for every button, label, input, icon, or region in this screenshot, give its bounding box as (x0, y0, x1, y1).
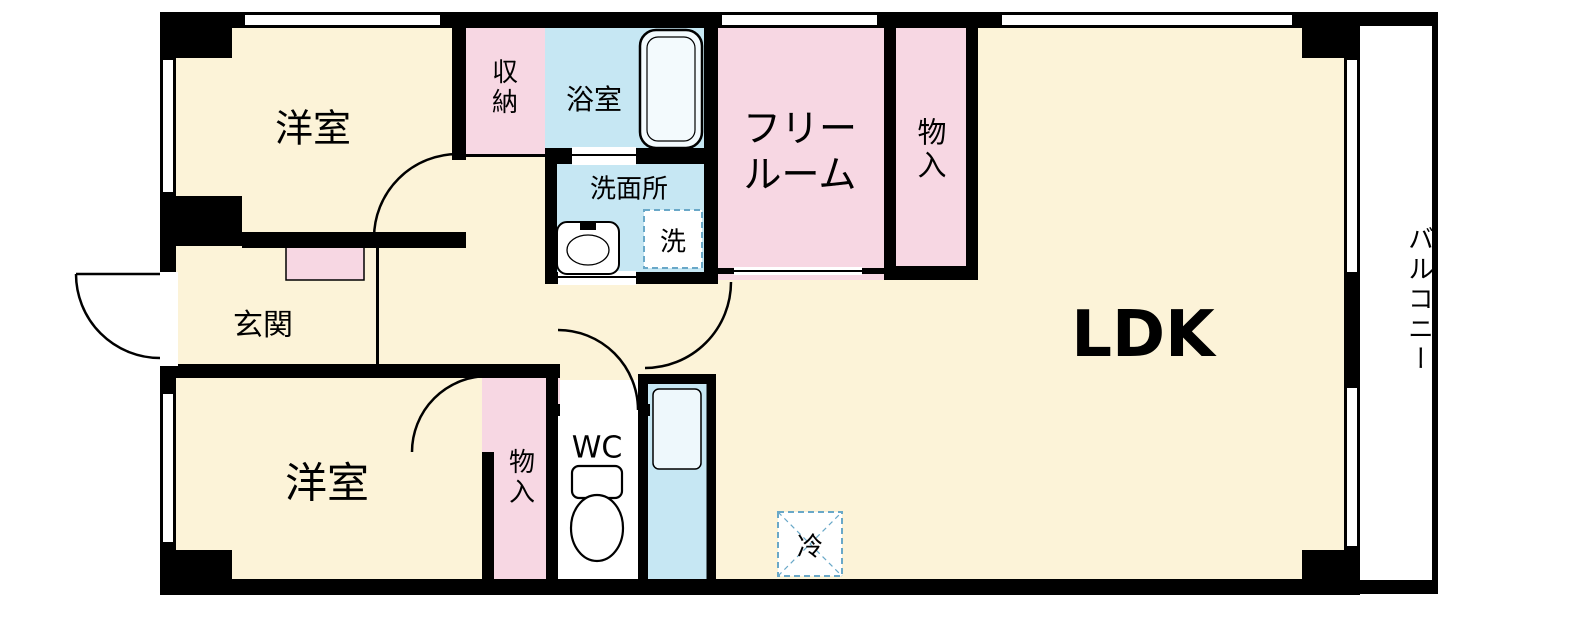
door-swing-arc (74, 273, 161, 360)
window-double-line (163, 394, 173, 542)
storage-top-floor (884, 12, 978, 280)
window-double-line (245, 15, 440, 25)
ldk-label: LDK (1071, 298, 1215, 372)
storage-top-label: 物入 (913, 117, 947, 183)
bathroom-label: 浴室 (565, 83, 623, 116)
free-room-label: フリー ルーム (742, 106, 858, 196)
toilet-icon (569, 464, 625, 563)
refrigerator-area-icon (777, 511, 843, 577)
fixtures (556, 28, 843, 577)
closet-top-label: 収納 (487, 58, 518, 118)
windows-and-openings (158, 15, 1357, 546)
door-swing-arc (372, 152, 459, 239)
bedroom-top-label: 洋室 (274, 106, 352, 151)
free-room-floor (704, 12, 896, 280)
entrance-label: 玄関 (233, 308, 293, 343)
washing-machine-area-icon (643, 209, 703, 269)
entrance-opening (158, 272, 178, 366)
refrigerator-space-label: 冷 (796, 532, 824, 563)
balcony-label: バルコニー (1403, 225, 1434, 375)
washroom-label: 洗面所 (589, 174, 669, 205)
sink-icon (556, 221, 620, 275)
door-swing-arc (557, 328, 640, 411)
window-double-line (1347, 60, 1357, 272)
door-swing-arc (644, 281, 733, 370)
ldk-floor-lower (640, 280, 1344, 595)
wc-label: WC (571, 430, 623, 466)
storage-bottom-label: 物入 (504, 448, 535, 508)
shoe-cabinet (285, 245, 365, 281)
window-double-line (1002, 15, 1292, 25)
bathtub-icon (638, 28, 704, 150)
closet-top-floor (452, 12, 556, 157)
window-double-line (722, 15, 877, 25)
door-arcs (74, 152, 733, 453)
window-double-line (1347, 388, 1357, 546)
window-double-line (163, 60, 173, 192)
bedroom-bottom-label: 洋室 (284, 458, 370, 508)
door-swing-arc (410, 374, 489, 453)
washer-space-label: 洗 (659, 227, 687, 258)
room-fills (160, 12, 1344, 595)
